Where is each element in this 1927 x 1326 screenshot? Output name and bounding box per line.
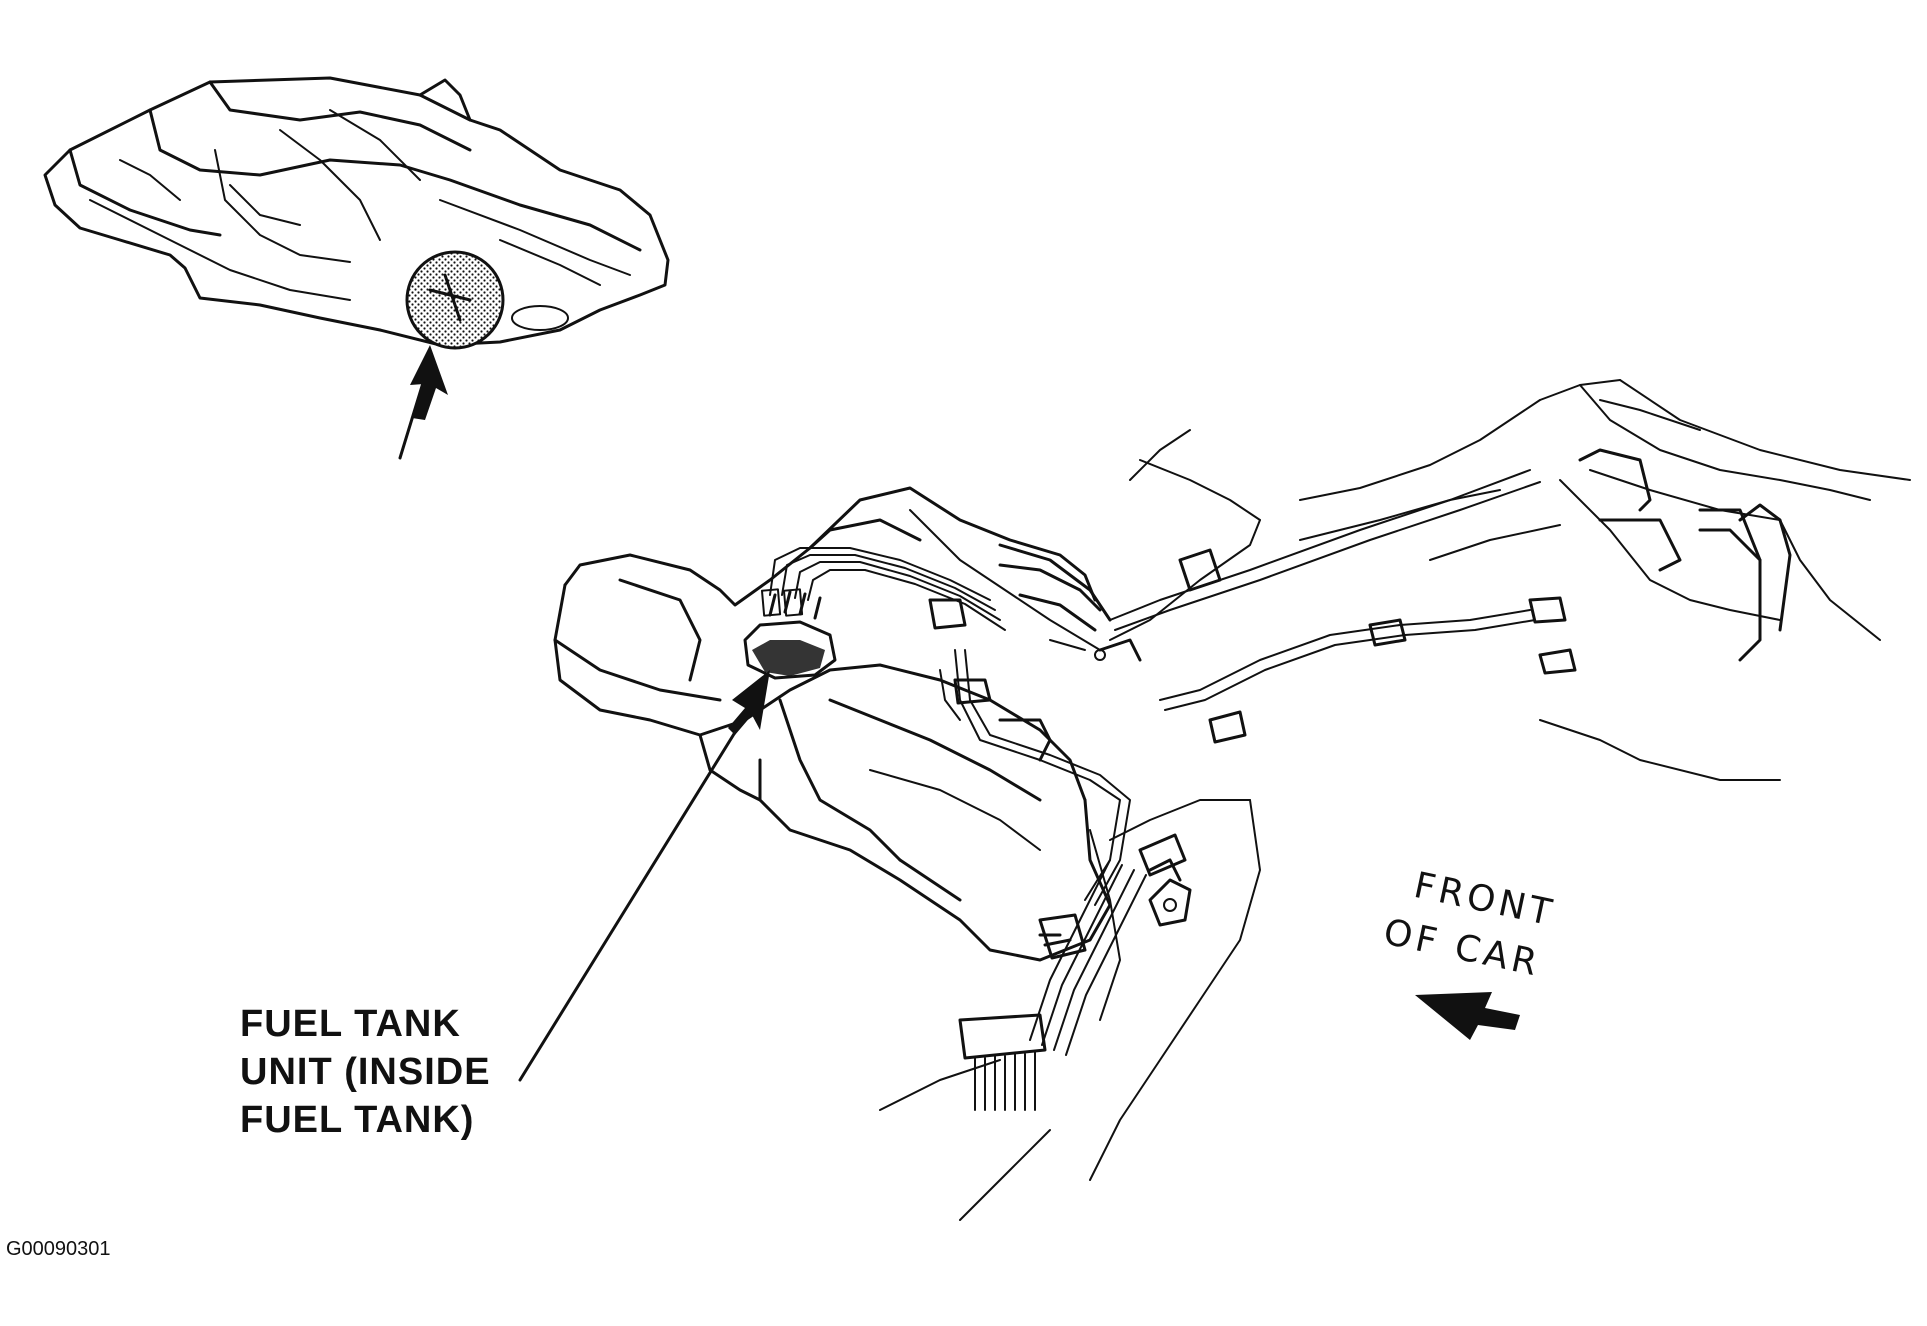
callout-line-3: FUEL TANK): [240, 1099, 475, 1141]
car-body-inset: [43, 76, 670, 460]
fuel-tank-unit: [743, 588, 837, 680]
fuel-lines: [769, 469, 1577, 1111]
callout-line-1: FUEL TANK: [240, 1003, 461, 1045]
callout-line-2: UNIT (INSIDE: [240, 1051, 491, 1093]
vehicle-frame: [879, 379, 1911, 1221]
fuel-tank-unit-label: FUEL TANK UNIT (INSIDE FUEL TANK): [240, 1000, 491, 1144]
figure-id: G00090301: [6, 1238, 111, 1260]
front-direction-arrow: [1415, 992, 1520, 1040]
callout-arrow: [518, 670, 770, 1082]
